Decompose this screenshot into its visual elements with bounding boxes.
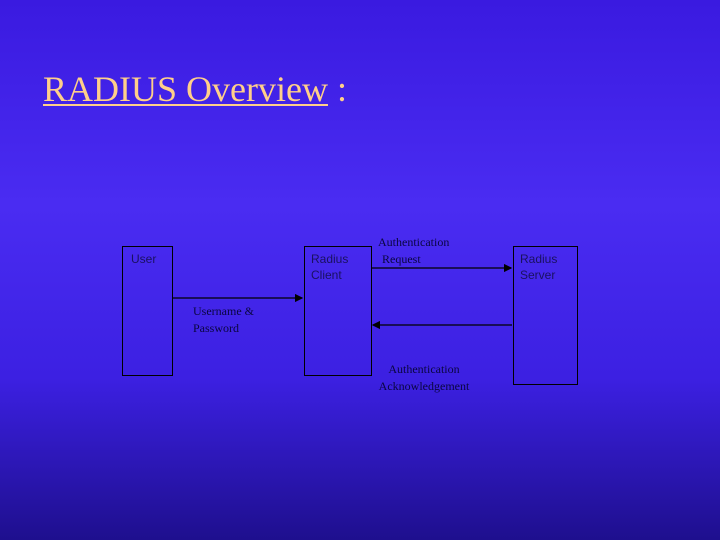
radius-server-box [513, 246, 578, 385]
auth-request-message-line1: Authentication [378, 235, 450, 249]
radius-server-label-line1: Radius [520, 252, 558, 266]
slide-title-suffix: : [327, 69, 347, 109]
auth-ack-message-line2: Acknowledgement [378, 379, 470, 393]
auth-request-message-line2: Request [382, 252, 421, 266]
slide-title: RADIUS Overview : [43, 69, 347, 110]
radius-server-label: Radius Server [520, 251, 557, 283]
radius-client-label-line1: Radius [311, 252, 349, 266]
auth-ack-message: Authentication Acknowledgement [378, 361, 470, 395]
radius-client-label: Radius Client [311, 251, 348, 283]
user-label: User [131, 251, 156, 267]
auth-ack-message-line1: Authentication [388, 362, 460, 376]
user-label-line1: User [131, 252, 157, 266]
auth-request-message: Authentication Request [378, 234, 449, 268]
radius-client-box [304, 246, 372, 376]
radius-server-label-line2: Server [520, 268, 556, 282]
radius-client-label-line2: Client [311, 268, 342, 282]
credentials-message-line2: Password [193, 321, 240, 335]
user-box [122, 246, 173, 376]
credentials-message-line1: Username & [193, 304, 254, 318]
credentials-message: Username & Password [193, 303, 254, 337]
slide-title-main: RADIUS Overview [43, 69, 328, 109]
